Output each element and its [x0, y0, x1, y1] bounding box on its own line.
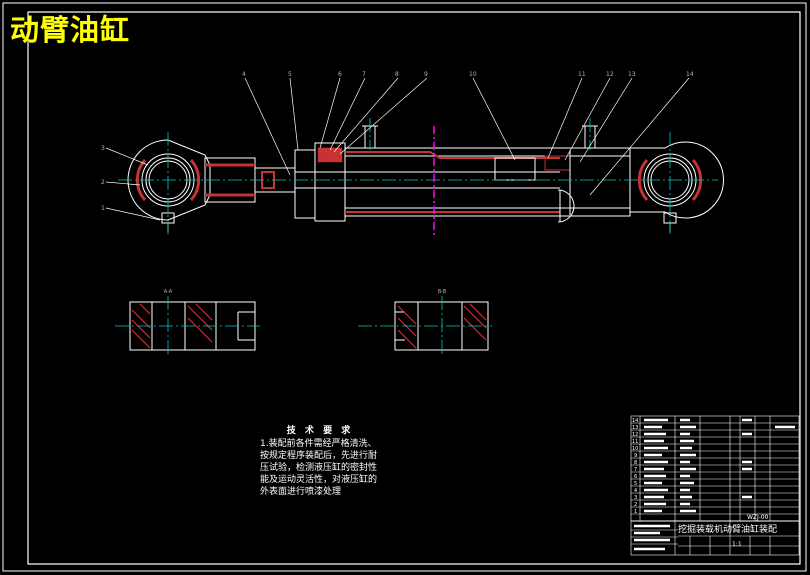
balloon-labels: 4 5 6 7 8 9 10 11 12 13 14 3 2 1 [101, 71, 694, 212]
technical-requirements-text: 1.装配前各件需经严格清洗、按规定程序装配后，先进行耐压试验，检测液压缸的密封性… [260, 439, 378, 497]
cylinder-barrel [294, 125, 631, 223]
balloon-8: 8 [395, 71, 399, 78]
item-number: 4 [634, 488, 637, 494]
title-block-item-numbers: 14 13 12 11 10 9 8 7 6 5 4 3 2 1 [632, 418, 638, 515]
item-number: 11 [632, 439, 638, 445]
item-number: 8 [634, 460, 637, 466]
item-number: 12 [632, 432, 638, 438]
title-block-cell-marks [634, 418, 795, 551]
balloon-3: 3 [101, 145, 105, 152]
balloon-7: 7 [362, 71, 366, 78]
leader-lines [105, 77, 690, 221]
title-block [630, 415, 800, 556]
balloon-4: 4 [242, 71, 246, 78]
section-label-b-b: B-B [438, 289, 447, 295]
item-number: 13 [632, 425, 638, 431]
item-number: 2 [634, 502, 637, 508]
center-lines [118, 118, 718, 236]
balloon-12: 12 [606, 71, 614, 78]
item-number: 10 [632, 446, 638, 452]
balloon-10: 10 [469, 71, 477, 78]
balloon-14: 14 [686, 71, 694, 78]
item-number: 14 [632, 418, 638, 424]
inner-frame [27, 11, 801, 565]
balloon-6: 6 [338, 71, 342, 78]
balloon-13: 13 [628, 71, 636, 78]
item-number: 9 [634, 453, 637, 459]
scale-label: 1:1 [732, 541, 742, 548]
section-b-b: B-B [358, 289, 492, 356]
balloon-11: 11 [578, 71, 586, 78]
item-number: 5 [634, 481, 637, 487]
item-number: 6 [634, 474, 637, 480]
balloon-1: 1 [101, 205, 105, 212]
page-title: 动臂油缸 [10, 13, 131, 47]
assembly-name: 挖掘装载机动臂油缸装配 [678, 525, 778, 535]
technical-requirements-heading: 技 术 要 求 [286, 426, 354, 436]
balloon-2: 2 [101, 179, 105, 186]
section-a-a: A-A [115, 289, 260, 356]
balloon-9: 9 [424, 71, 428, 78]
rod-end-eye [127, 139, 256, 232]
item-number: 3 [634, 495, 637, 501]
item-number: 7 [634, 467, 637, 473]
cylinder-main-view [127, 125, 724, 232]
balloon-5: 5 [288, 71, 292, 78]
item-number: 1 [634, 509, 637, 515]
technical-requirements: 技 术 要 求 1.装配前各件需经严格清洗、按规定程序装配后，先进行耐压试验，检… [260, 425, 380, 498]
drawing-code: WZJ-00 [747, 514, 769, 521]
section-label-a-a: A-A [164, 289, 173, 295]
